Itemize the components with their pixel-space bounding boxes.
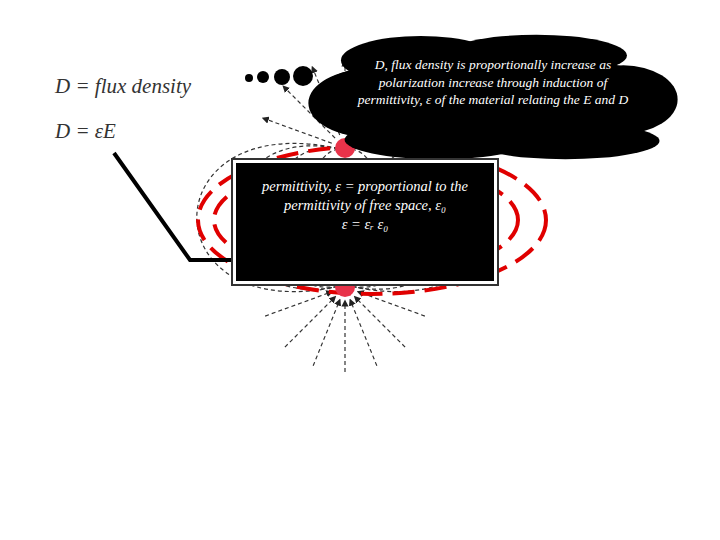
thought-cloud: D, flux density is proportionally increa… — [312, 36, 674, 158]
field-line — [285, 298, 334, 347]
thought-bubble — [245, 74, 253, 82]
thought-bubble — [293, 66, 313, 86]
field-line — [344, 303, 345, 372]
box-text: permittivity, ε = proportional to the pe… — [246, 177, 484, 215]
formula-label: D = flux density — [55, 74, 191, 99]
formula-label: D = εE — [55, 119, 116, 144]
note-box: permittivity, ε = proportional to the pe… — [233, 160, 497, 284]
leader-line — [114, 153, 236, 260]
dashed-ellipse — [198, 146, 546, 294]
field-line — [313, 302, 339, 366]
field-line — [351, 302, 377, 366]
box-text: ε = εᵣ ε₀ — [246, 215, 484, 234]
cloud-lobe — [471, 123, 659, 160]
thought-bubble — [274, 69, 290, 85]
thought-bubble — [257, 71, 269, 83]
cloud-text: D, flux density is proportionally increa… — [346, 56, 640, 109]
field-line — [360, 292, 425, 316]
